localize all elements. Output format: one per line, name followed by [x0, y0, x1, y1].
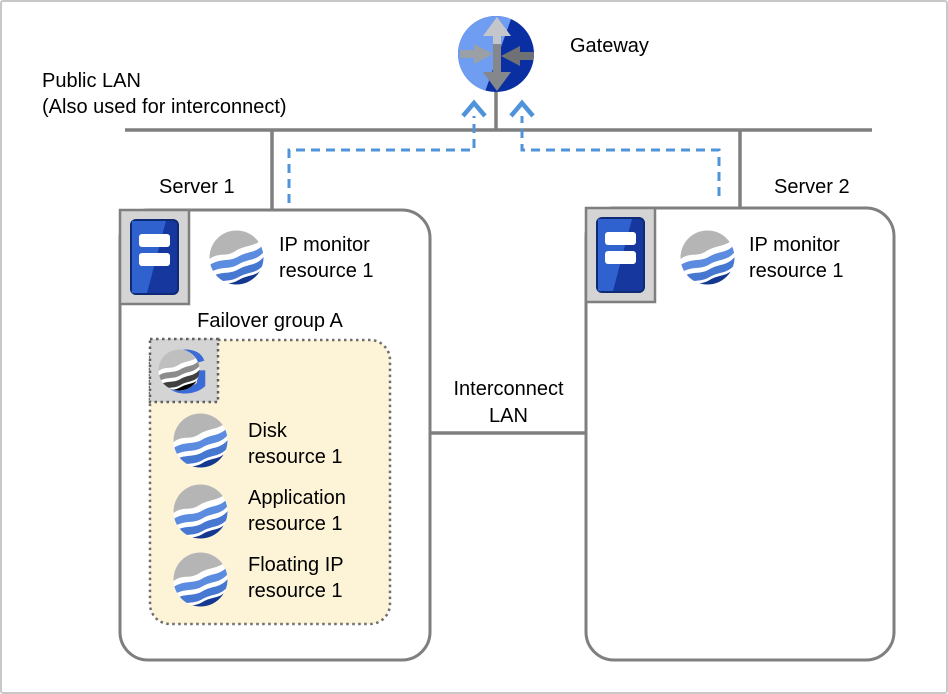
public-lan-label-line1: Public LAN: [42, 70, 141, 92]
interconnect-lan-label: Interconnect LAN: [430, 376, 587, 430]
application-resource-label: Application resource 1: [248, 485, 346, 537]
server1-ip-monitor-line2: resource 1: [279, 260, 374, 282]
application-resource-line1: Application: [248, 487, 346, 509]
server2-icon: [584, 206, 657, 304]
server1-monitor-dashed-path: [287, 116, 476, 203]
disk-resource-line2: resource 1: [248, 446, 343, 468]
floating-ip-resource-line2: resource 1: [248, 580, 343, 602]
public-lan-label-line2: (Also used for interconnect): [42, 96, 287, 118]
server2-ip-monitor-line2: resource 1: [749, 260, 844, 282]
server2-label: Server 2: [774, 176, 850, 198]
disk-resource-label: Disk resource 1: [248, 418, 343, 470]
server1-ip-monitor-label: IP monitor resource 1: [279, 232, 374, 284]
interconnect-lan-line2: LAN: [489, 405, 528, 427]
server-tower-icon: [130, 219, 179, 295]
gateway-icon: [458, 16, 534, 92]
floating-ip-resource-line1: Floating IP: [248, 554, 344, 576]
server1-label: Server 1: [159, 176, 235, 198]
group-g-icon: G: [148, 337, 220, 407]
public-lan-label: Public LAN (Also used for interconnect): [42, 68, 287, 120]
server2-ip-monitor-label: IP monitor resource 1: [749, 232, 844, 284]
server2-monitor-dashed-path: [520, 116, 721, 196]
ip-monitor-paths: [287, 99, 721, 203]
server-tower-icon: [596, 217, 645, 293]
disk-resource-line1: Disk: [248, 420, 287, 442]
application-resource-line2: resource 1: [248, 513, 343, 535]
server1-monitor-arrowhead-icon: [461, 99, 487, 118]
failover-group-box: [148, 338, 392, 626]
gateway-label: Gateway: [570, 35, 649, 57]
interconnect-lan-line1: Interconnect: [453, 378, 564, 400]
server1-ip-monitor-line1: IP monitor: [279, 234, 370, 256]
server2-ip-monitor-line1: IP monitor: [749, 234, 840, 256]
server1-icon: [118, 208, 191, 306]
public-lan-bus: [125, 90, 872, 210]
server2-monitor-arrowhead-icon: [509, 99, 535, 118]
failover-group-label: Failover group A: [197, 310, 343, 332]
floating-ip-resource-label: Floating IP resource 1: [248, 552, 344, 604]
